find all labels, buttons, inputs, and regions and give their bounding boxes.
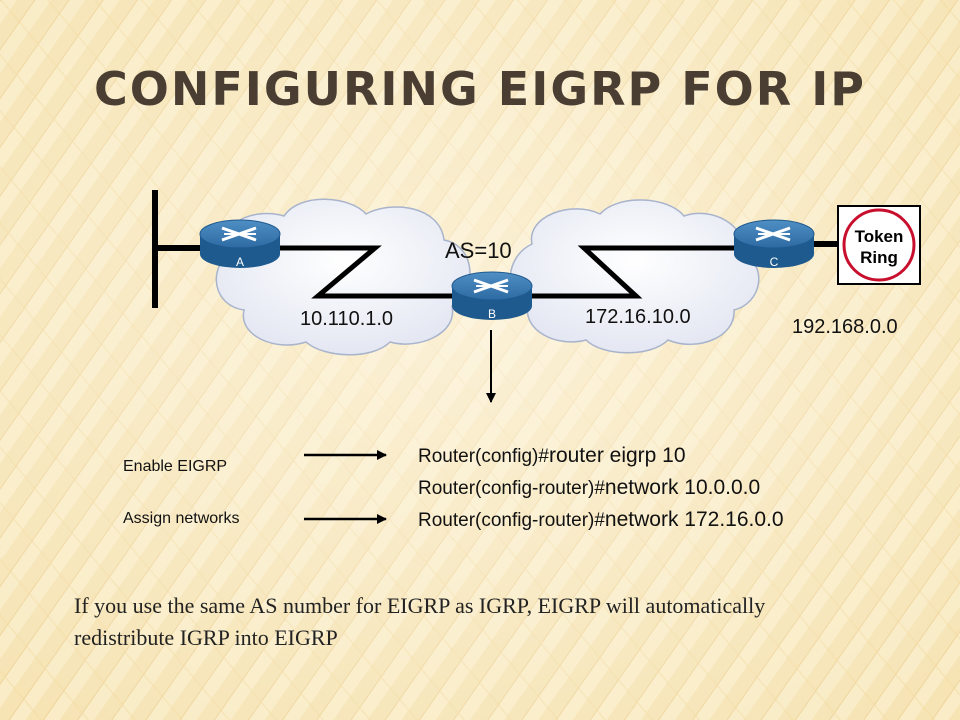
command-prompt: Router(config-router)# (418, 510, 605, 531)
token-ring-icon (837, 205, 921, 285)
command-text: network 172.16.0.0 (604, 508, 784, 531)
command-line-2: Router(config-router)#network 10.0.0.0 (418, 476, 760, 500)
network-right-label: 192.168.0.0 (792, 316, 898, 338)
command-prompt: Router(config)# (418, 446, 549, 467)
router-a-icon (199, 219, 281, 268)
command-line-3: Router(config-router)#network 172.16.0.0 (418, 508, 784, 532)
command-text: router eigrp 10 (548, 444, 686, 467)
serial-link-a-b (262, 245, 460, 299)
router-a-label: A (236, 255, 244, 269)
command-text: network 10.0.0.0 (604, 476, 761, 499)
cloud-right (509, 199, 760, 354)
command-line-1: Router(config)#router eigrp 10 (418, 444, 686, 468)
token-ring-label-2: Ring (860, 248, 898, 267)
router-b-icon (451, 271, 533, 320)
enable-eigrp-label: Enable EIGRP (123, 458, 228, 475)
network-middle-label: 172.16.10.0 (585, 306, 691, 328)
slide-title: Configuring EIGRP for IP (93, 62, 867, 116)
token-ring-label-1: Token (855, 227, 904, 246)
router-c-label: C (770, 255, 779, 269)
router-c-icon (733, 219, 815, 268)
note-text: If you use the same AS number for EIGRP … (74, 593, 766, 650)
as-label: AS=10 (445, 238, 512, 263)
network-left-label: 10.110.1.0 (300, 308, 394, 330)
router-b-label: B (488, 307, 496, 321)
serial-link-b-c (528, 245, 740, 299)
command-prompt: Router(config-router)# (418, 478, 605, 499)
assign-networks-label: Assign networks (123, 510, 240, 527)
